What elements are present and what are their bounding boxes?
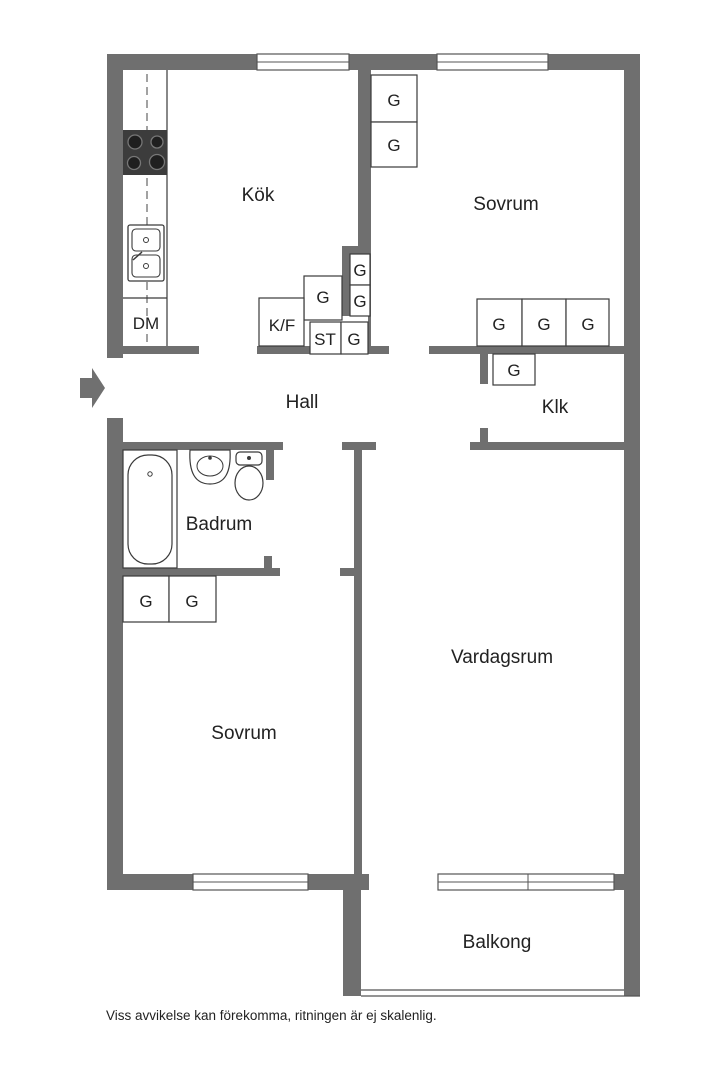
cabinet-label-g: G xyxy=(537,315,550,334)
cabinet-label-g: G xyxy=(492,315,505,334)
window-bedroom-top xyxy=(436,53,549,71)
cabinet-label-g: G xyxy=(387,91,400,110)
cabinet-box xyxy=(340,321,369,355)
cabinet-box xyxy=(122,575,170,623)
window-living-room xyxy=(437,873,615,891)
room-label-living-room: Vardagsrum xyxy=(451,647,553,668)
cabinet-label-g: G xyxy=(353,292,366,311)
bathtub-icon xyxy=(122,449,178,569)
cabinet-box xyxy=(303,275,343,321)
windows xyxy=(192,53,615,891)
cabinet-box xyxy=(168,575,217,623)
cabinets xyxy=(122,74,610,623)
room-label-bedroom-top: Sovrum xyxy=(473,194,538,215)
room-label-kitchen: Kök xyxy=(242,185,275,206)
window-kitchen xyxy=(256,53,350,71)
cabinet-label-g: G xyxy=(387,136,400,155)
cabinet-box xyxy=(258,297,305,347)
room-label-closet: Klk xyxy=(542,397,569,418)
room-label-bathroom: Badrum xyxy=(186,514,253,535)
cleaning-closet-label: ST xyxy=(314,330,336,349)
cabinet-box xyxy=(349,284,371,317)
stove-icon xyxy=(123,130,167,175)
cabinet-box xyxy=(521,298,567,347)
room-labels: Kök Sovrum Hall Klk Badrum Sovrum Vardag… xyxy=(186,185,569,953)
disclaimer-note: Viss avvikelse kan förekomma, ritningen … xyxy=(106,1008,437,1023)
kitchen-counter xyxy=(123,70,168,346)
cabinet-box xyxy=(370,121,418,168)
cabinet-label-g: G xyxy=(139,592,152,611)
cabinet-label-g: G xyxy=(316,288,329,307)
cabinet-label-g: G xyxy=(347,330,360,349)
sink-icon xyxy=(127,224,165,282)
room-label-bedroom-bottom: Sovrum xyxy=(211,723,276,744)
window-bedroom-bottom xyxy=(192,873,309,891)
cabinet-label-g: G xyxy=(353,261,366,280)
room-label-hall: Hall xyxy=(286,392,319,413)
cabinet-label-g: G xyxy=(507,361,520,380)
cabinet-box xyxy=(370,74,418,123)
toilet-icon xyxy=(234,451,264,501)
dishwasher-label: DM xyxy=(133,314,159,333)
cabinet-label-g: G xyxy=(185,592,198,611)
cabinet-box xyxy=(565,298,610,347)
washbasin-icon xyxy=(189,449,231,485)
entrance-arrow-icon xyxy=(80,368,105,408)
balcony-railing xyxy=(361,989,640,997)
cabinet-box xyxy=(492,353,536,386)
cabinet-label-g: G xyxy=(581,315,594,334)
cabinet-labels: G G G G G K/F ST G DM G G G G G G xyxy=(133,91,595,611)
room-label-balcony: Balkong xyxy=(463,932,532,953)
fridge-freezer-label: K/F xyxy=(269,316,295,335)
exterior-walls xyxy=(107,54,640,996)
